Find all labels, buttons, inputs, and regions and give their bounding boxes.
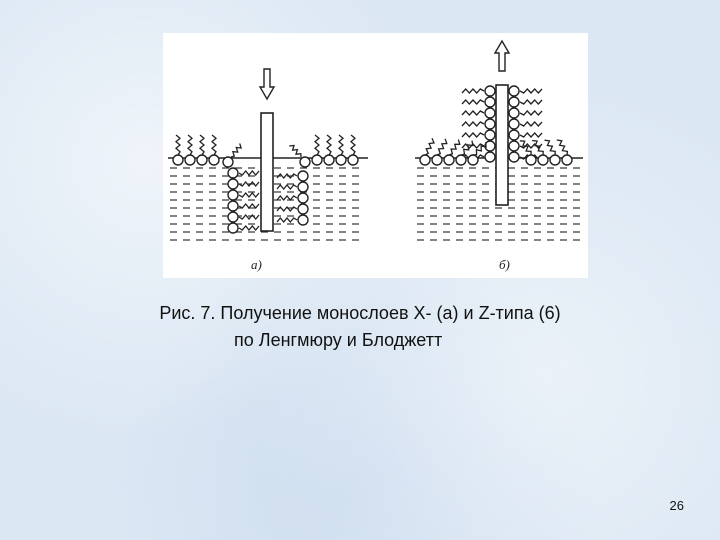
molecule-tail (556, 139, 569, 156)
molecule-head (419, 154, 431, 166)
arrow-down-icon (258, 68, 276, 101)
molecule-head (484, 96, 496, 108)
molecule-tail (238, 191, 260, 199)
molecule-head (172, 154, 184, 166)
molecule-tail (276, 194, 298, 202)
molecule-tail (238, 180, 260, 188)
molecule-head (297, 203, 309, 215)
panel-b-label: б) (499, 257, 510, 272)
molecule-tail (424, 138, 435, 156)
molecule-head (227, 200, 239, 212)
molecule-head (227, 189, 239, 201)
molecule-head (537, 154, 549, 166)
caption-line-1: Рис. 7. Получение монослоев X- (а) и Z-т… (159, 303, 561, 323)
molecule-head (431, 154, 443, 166)
molecule-head (484, 151, 496, 163)
molecule-tail (519, 110, 543, 116)
molecule-tail (238, 213, 260, 221)
molecule-tail (519, 140, 532, 156)
molecule-head (184, 154, 196, 166)
molecule-head (227, 222, 239, 234)
molecule-tail (313, 134, 321, 156)
molecule-head (297, 214, 309, 226)
molecule-tail (198, 134, 206, 156)
molecule-tail (238, 224, 260, 232)
molecule-head (508, 151, 520, 163)
page-number: 26 (669, 498, 684, 513)
langmuir-blodgett-figure: a) б) (163, 33, 588, 278)
molecule-tail (461, 88, 485, 94)
molecule-tail (238, 202, 260, 210)
molecule-head (508, 140, 520, 152)
molecule-head (508, 96, 520, 108)
molecule-head (311, 154, 323, 166)
substrate-plate (495, 84, 509, 206)
molecule-tail (276, 205, 298, 213)
molecule-head (347, 154, 359, 166)
molecule-head (297, 170, 309, 182)
molecule-tail (230, 143, 243, 158)
molecule-head (549, 154, 561, 166)
molecule-tail (519, 143, 543, 149)
molecule-head (508, 118, 520, 130)
molecule-tail (349, 134, 357, 156)
molecule-tail (186, 134, 194, 156)
molecule-tail (238, 169, 260, 177)
molecule-tail (210, 134, 218, 156)
molecule-head (484, 118, 496, 130)
figure-caption: Рис. 7. Получение монослоев X- (а) и Z-т… (0, 300, 720, 354)
molecule-head (467, 154, 479, 166)
molecule-head (508, 107, 520, 119)
molecule-head (227, 167, 239, 179)
molecule-tail (289, 144, 302, 158)
molecule-tail (461, 110, 485, 116)
molecule-head (508, 85, 520, 97)
molecule-head (484, 85, 496, 97)
molecule-head (297, 181, 309, 193)
caption-line-2: по Ленгмюру и Блоджетт (234, 330, 443, 350)
figure-canvas: a) б) (168, 39, 583, 272)
molecule-head (227, 178, 239, 190)
molecule-head (484, 107, 496, 119)
arrow-up-icon (493, 39, 511, 72)
molecule-head (561, 154, 573, 166)
molecule-tail (325, 134, 333, 156)
molecule-tail (519, 121, 543, 127)
molecule-tail (519, 99, 543, 105)
molecule-tail (276, 172, 298, 180)
molecule-head (299, 156, 311, 168)
panel-b-z-type (415, 39, 583, 241)
molecule-tail (436, 138, 448, 156)
molecule-head (227, 211, 239, 223)
molecule-tail (461, 121, 485, 127)
molecule-head (297, 192, 309, 204)
substrate-plate (260, 112, 274, 232)
molecule-tail (174, 134, 182, 156)
molecule-tail (519, 132, 543, 138)
molecule-head (208, 154, 220, 166)
molecule-head (525, 154, 537, 166)
molecule-head (484, 129, 496, 141)
molecule-tail (472, 142, 487, 156)
molecule-head (455, 154, 467, 166)
molecule-tail (519, 88, 543, 94)
molecule-head (508, 129, 520, 141)
molecule-tail (337, 134, 345, 156)
molecule-tail (544, 139, 556, 156)
molecule-tail (532, 139, 544, 156)
molecule-tail (276, 216, 298, 224)
molecule-tail (461, 132, 485, 138)
molecule-head (196, 154, 208, 166)
molecule-tail (460, 140, 474, 156)
panel-a-label: a) (251, 257, 262, 272)
molecule-head (222, 156, 234, 168)
molecule-head (484, 140, 496, 152)
molecule-tail (461, 99, 485, 105)
molecule-head (443, 154, 455, 166)
molecule-tail (276, 183, 298, 191)
molecule-tail (448, 139, 461, 156)
molecule-head (323, 154, 335, 166)
panel-a-x-type (168, 68, 368, 241)
molecule-head (335, 154, 347, 166)
